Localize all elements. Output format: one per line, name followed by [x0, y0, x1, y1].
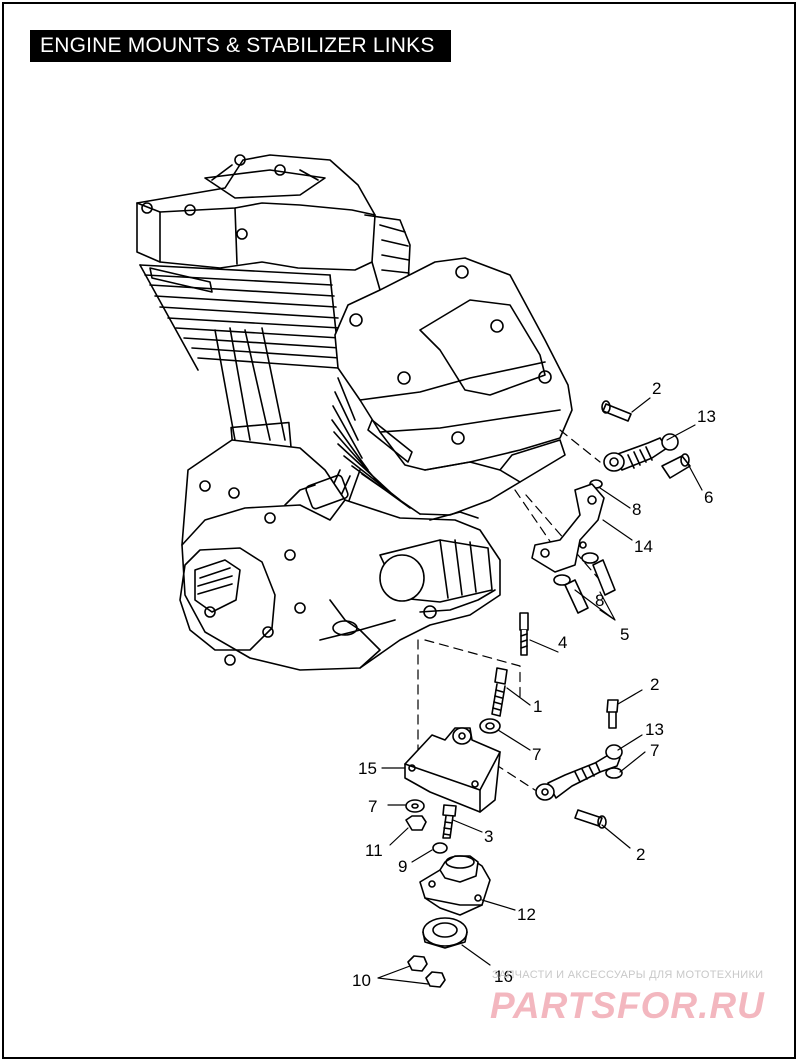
page-title: ENGINE MOUNTS & STABILIZER LINKS — [30, 30, 451, 62]
callout-5: 5 — [620, 625, 629, 644]
callout-leader-lines — [377, 397, 703, 985]
callout-16: 16 — [494, 967, 513, 986]
callout-8-lower: 8 — [595, 591, 604, 610]
callout-2-lower: 2 — [636, 845, 645, 864]
callout-4: 4 — [558, 633, 567, 652]
callout-9: 9 — [398, 857, 407, 876]
callout-12: 12 — [517, 905, 536, 924]
callout-6: 6 — [704, 488, 713, 507]
callout-13-lower: 13 — [645, 720, 664, 739]
front-mount-assembly — [404, 612, 529, 988]
callout-numbers: 2 13 8 6 14 8 5 4 1 2 13 7 7 15 7 3 2 11… — [352, 379, 716, 990]
callout-3: 3 — [484, 827, 493, 846]
callout-13-upper: 13 — [697, 407, 716, 426]
callout-7-bracket: 7 — [532, 745, 541, 764]
upper-stabilizer-link — [531, 400, 691, 614]
callout-1: 1 — [533, 697, 542, 716]
callout-15: 15 — [358, 759, 377, 778]
callout-10: 10 — [352, 971, 371, 990]
callout-2-upper: 2 — [652, 379, 661, 398]
watermark-brand: PARTSFOR.RU — [490, 985, 765, 1026]
callout-7-link: 7 — [650, 741, 659, 760]
callout-11: 11 — [365, 841, 383, 860]
lower-stabilizer-link — [535, 699, 623, 829]
callout-8-upper: 8 — [632, 500, 641, 519]
callout-2-link: 2 — [650, 675, 659, 694]
engine-assembly — [136, 154, 573, 671]
callout-7-left: 7 — [368, 797, 377, 816]
callout-14: 14 — [634, 537, 653, 556]
watermark-tagline: ЗАПЧАСТИ И АКСЕССУАРЫ ДЛЯ МОТОТЕХНИКИ — [492, 969, 764, 981]
